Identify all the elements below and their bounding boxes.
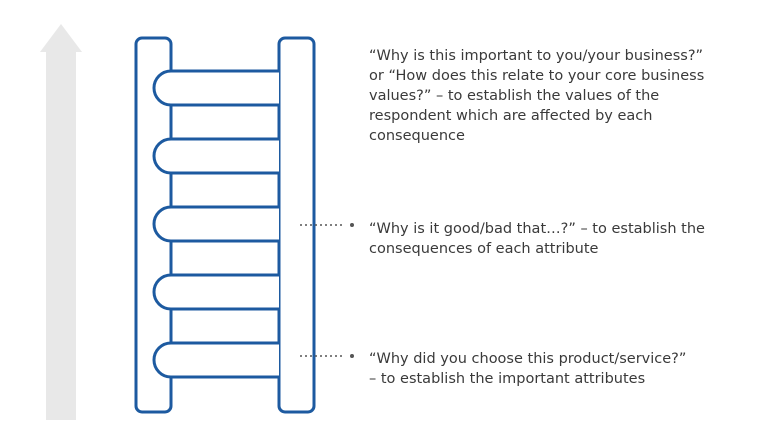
ladder-rung <box>152 341 279 379</box>
annotation-line: values?” – to establish the values of th… <box>369 88 660 104</box>
annotation-line: – to establish the important attributes <box>369 371 646 387</box>
annotation-line: consequences of each attribute <box>369 241 599 257</box>
ladder-rung <box>152 137 279 175</box>
ladder-rung <box>152 205 279 243</box>
values-annotation: “Why is this important to you/your busin… <box>369 46 764 146</box>
attributes-annotation: “Why did you choose this product/service… <box>369 349 764 389</box>
annotation-line: or “How does this relate to your core bu… <box>369 68 705 84</box>
ladder-rung <box>152 273 279 311</box>
annotation-line: consequence <box>369 128 465 144</box>
connector-consequences <box>300 223 354 227</box>
annotation-line: “Why is this important to you/your busin… <box>369 48 704 64</box>
upward-arrow <box>40 24 82 420</box>
annotation-line: respondent which are affected by each <box>369 108 653 124</box>
ladder-right-rail <box>277 36 316 414</box>
consequences-annotation: “Why is it good/bad that…?” – to establi… <box>369 219 764 259</box>
ladder-rung <box>152 69 279 107</box>
ladder-rungs <box>152 69 279 379</box>
connector-attributes <box>300 354 354 358</box>
annotation-line: “Why did you choose this product/service… <box>369 351 687 367</box>
annotation-line: “Why is it good/bad that…?” – to establi… <box>369 221 705 237</box>
